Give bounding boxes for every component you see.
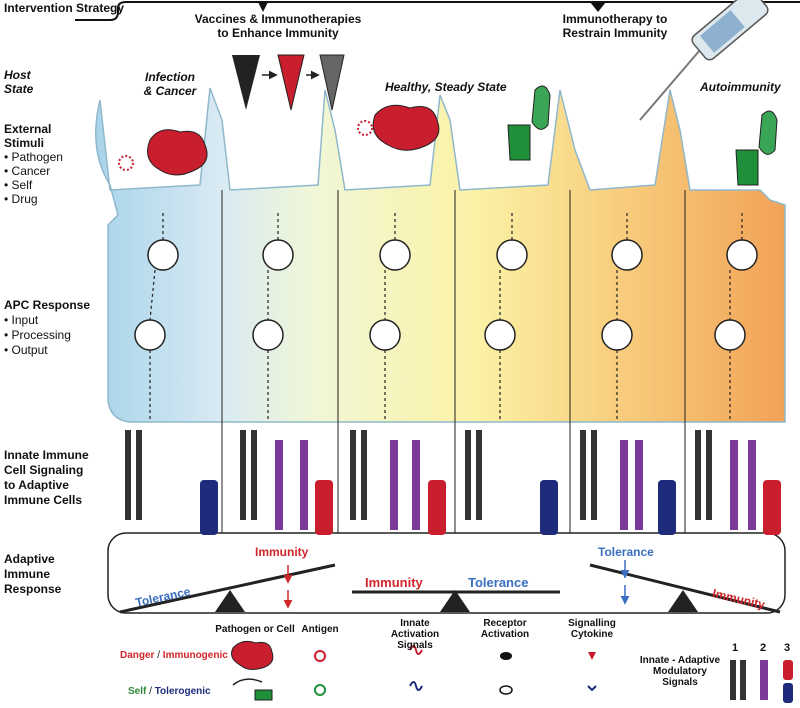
external-item: Self — [4, 178, 63, 192]
signal-number-2: 2 — [760, 642, 767, 654]
apc-processing-circles — [134, 239, 758, 351]
legend-modulatory-label: Innate - Adaptive Modulatory Signals — [639, 655, 721, 688]
innate-receptors — [125, 430, 781, 535]
immunity-mid-label: Immunity — [365, 575, 423, 590]
legend-antigen-label: Antigen — [301, 624, 339, 635]
restrain-heading: Immunotherapy to Restrain Immunity — [562, 12, 668, 40]
legend-pathogen-label: Pathogen or Cell — [215, 624, 295, 635]
apc-item: Input — [4, 313, 90, 328]
vaccines-heading: Vaccines & Immunotherapies to Enhance Im… — [194, 12, 362, 40]
legend-icons — [231, 640, 793, 703]
infection-cancer-label: Infection & Cancer — [143, 70, 197, 98]
apc-item: Output — [4, 343, 90, 358]
external-stimuli-label: External Stimuli Pathogen Cancer Self Dr… — [4, 122, 63, 206]
external-item: Drug — [4, 192, 63, 206]
intervention-strategy-label: Intervention Strategy — [4, 1, 125, 15]
autoimmunity-label: Autoimmunity — [700, 80, 781, 94]
syringe-icon — [639, 0, 769, 121]
immunity-up-label: Immunity — [255, 545, 309, 559]
apc-response-label: APC Response Input Processing Output — [4, 298, 90, 358]
legend-danger-label: Danger / Immunogenic — [120, 650, 228, 661]
self-cell-autoimmune — [735, 110, 778, 186]
signal-number-1: 1 — [732, 642, 739, 654]
balance-scale-middle — [352, 590, 560, 612]
external-item: Cancer — [4, 164, 63, 178]
external-item: Pathogen — [4, 150, 63, 164]
vaccine-cones — [232, 54, 345, 111]
tolerance-down-label: Tolerance — [598, 545, 654, 559]
balance-scale-left — [119, 563, 336, 614]
apc-item: Processing — [4, 328, 90, 343]
host-state-label: Host State — [4, 68, 34, 96]
intervention-bracket — [75, 0, 800, 21]
adaptive-response-box — [107, 532, 786, 614]
adaptive-response-label: Adaptive Immune Response — [4, 552, 62, 596]
self-cell-healthy — [507, 85, 551, 161]
legend-receptor-label: Receptor Activation — [480, 618, 530, 640]
tumor-cell-2 — [357, 104, 440, 151]
signal-connectors — [149, 210, 743, 420]
tumor-cell-1 — [118, 129, 208, 176]
legend-cytokine-label: Signalling Cytokine — [568, 618, 616, 640]
healthy-state-label: Healthy, Steady State — [385, 80, 507, 94]
innate-signaling-label: Innate Immune Cell Signaling to Adaptive… — [4, 448, 89, 507]
signal-number-3: 3 — [784, 642, 791, 654]
tolerance-mid-label: Tolerance — [468, 575, 529, 590]
legend-innate-activation-label: Innate Activation Signals — [390, 618, 440, 651]
legend-self-label: Self / Tolerogenic — [128, 686, 211, 697]
